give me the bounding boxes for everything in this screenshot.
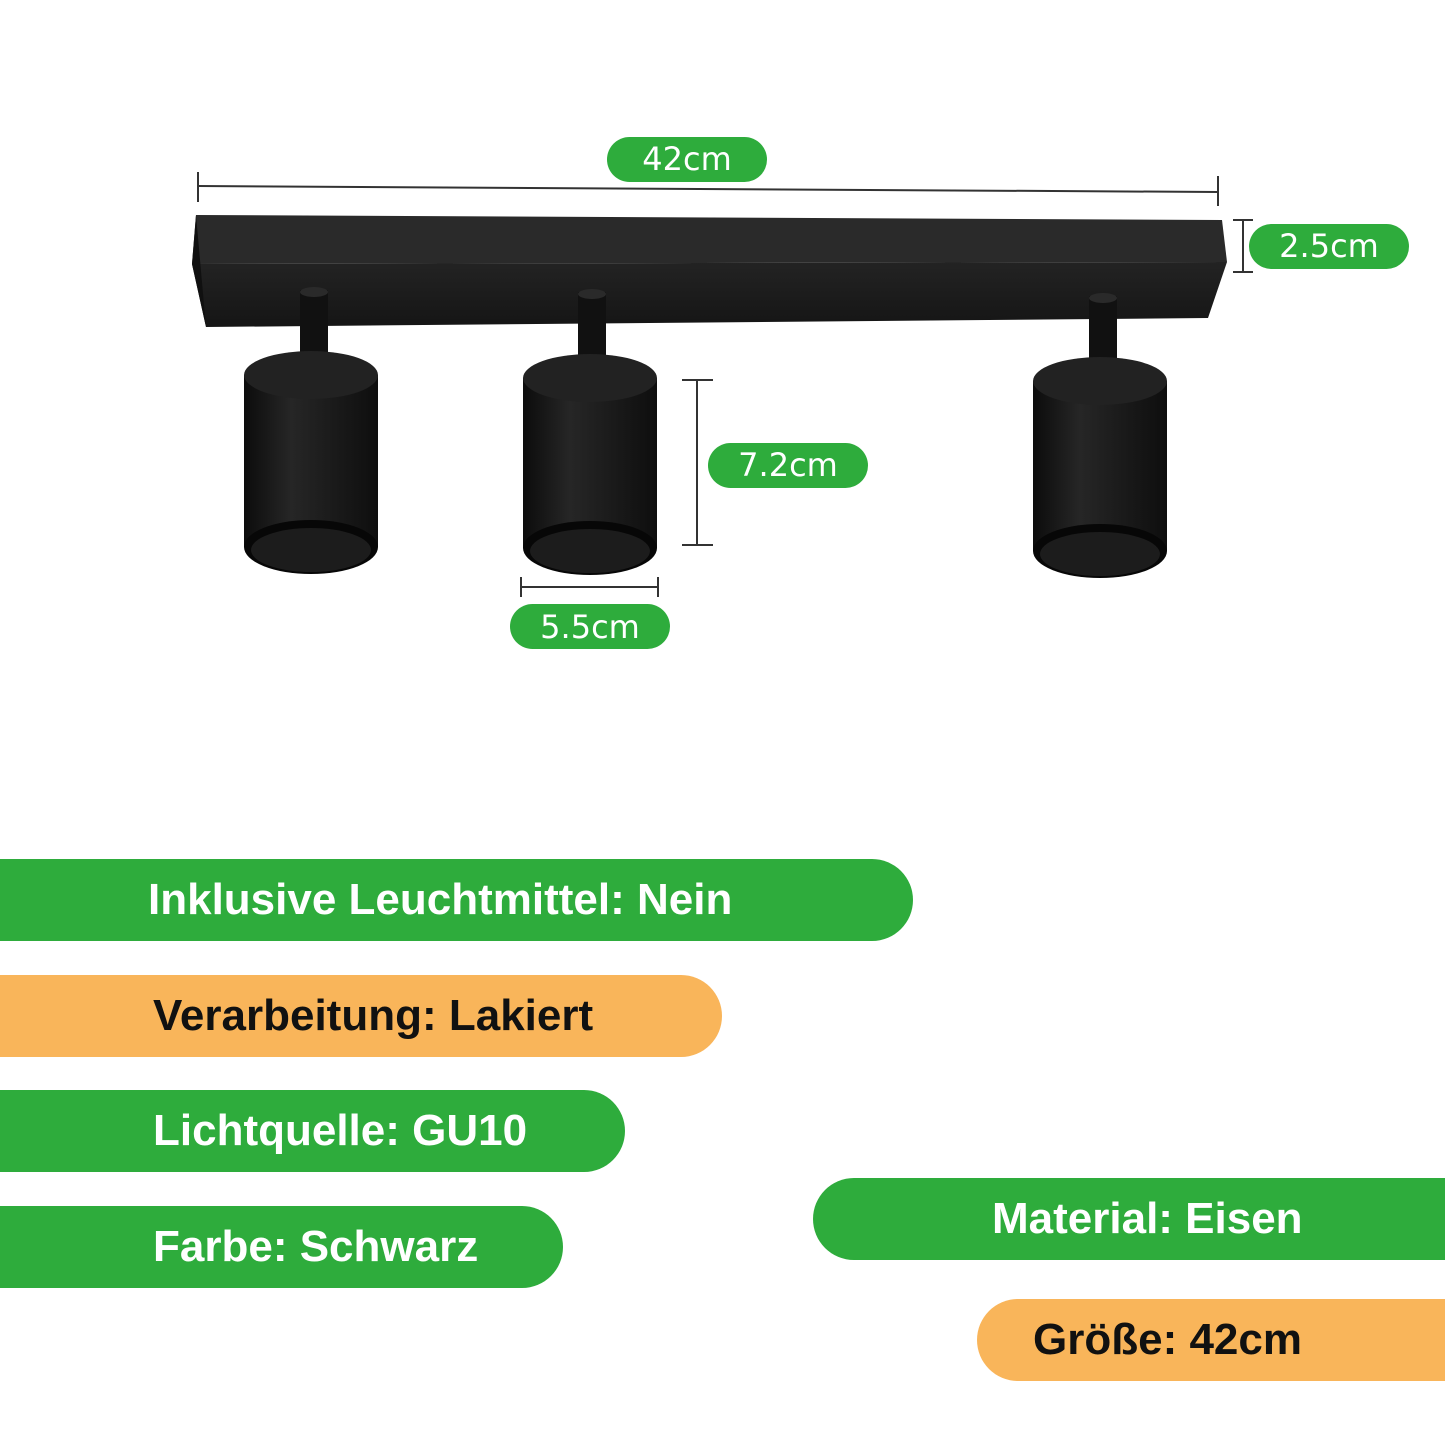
- length-label-pill: [607, 137, 767, 182]
- height-label-pill: [1249, 224, 1409, 269]
- spec-size-text: Größe: 42cm: [1033, 1315, 1302, 1364]
- spot-height-dimension-line: [682, 379, 713, 546]
- spotlight-middle: [523, 289, 657, 575]
- spec-size: Größe: 42cm: [977, 1299, 1445, 1381]
- spot-diameter-dimension-line: [520, 577, 659, 597]
- spec-material-text: Material: Eisen: [992, 1194, 1303, 1243]
- spec-finish: Verarbeitung: Lakiert: [0, 975, 722, 1057]
- length-dimension-line: [197, 172, 1219, 206]
- spot-height-label-pill: [708, 443, 868, 488]
- spec-color: Farbe: Schwarz: [0, 1206, 563, 1288]
- spot-height-label: 7.2cm: [738, 446, 838, 484]
- spec-bulb-included: Inklusive Leuchtmittel: Nein: [0, 859, 913, 941]
- spec-light-source: Lichtquelle: GU10: [0, 1090, 625, 1172]
- spotlight-left: [244, 287, 378, 574]
- length-label: 42cm: [642, 140, 731, 178]
- spec-bulb-included-text: Inklusive Leuchtmittel: Nein: [148, 875, 733, 924]
- spec-color-text: Farbe: Schwarz: [153, 1222, 479, 1271]
- ceiling-spotlight-drawing: 42cm 2.5cm: [192, 137, 1409, 649]
- spotlight-right: [1033, 293, 1167, 578]
- spec-light-source-text: Lichtquelle: GU10: [153, 1106, 528, 1155]
- height-dimension-line: [1233, 219, 1253, 273]
- height-label: 2.5cm: [1279, 227, 1379, 265]
- spot-diameter-label-pill: [510, 604, 670, 649]
- spec-material: Material: Eisen: [813, 1178, 1445, 1260]
- spec-finish-text: Verarbeitung: Lakiert: [153, 991, 594, 1040]
- mounting-bar: [192, 215, 1227, 327]
- spot-diameter-label: 5.5cm: [540, 608, 640, 646]
